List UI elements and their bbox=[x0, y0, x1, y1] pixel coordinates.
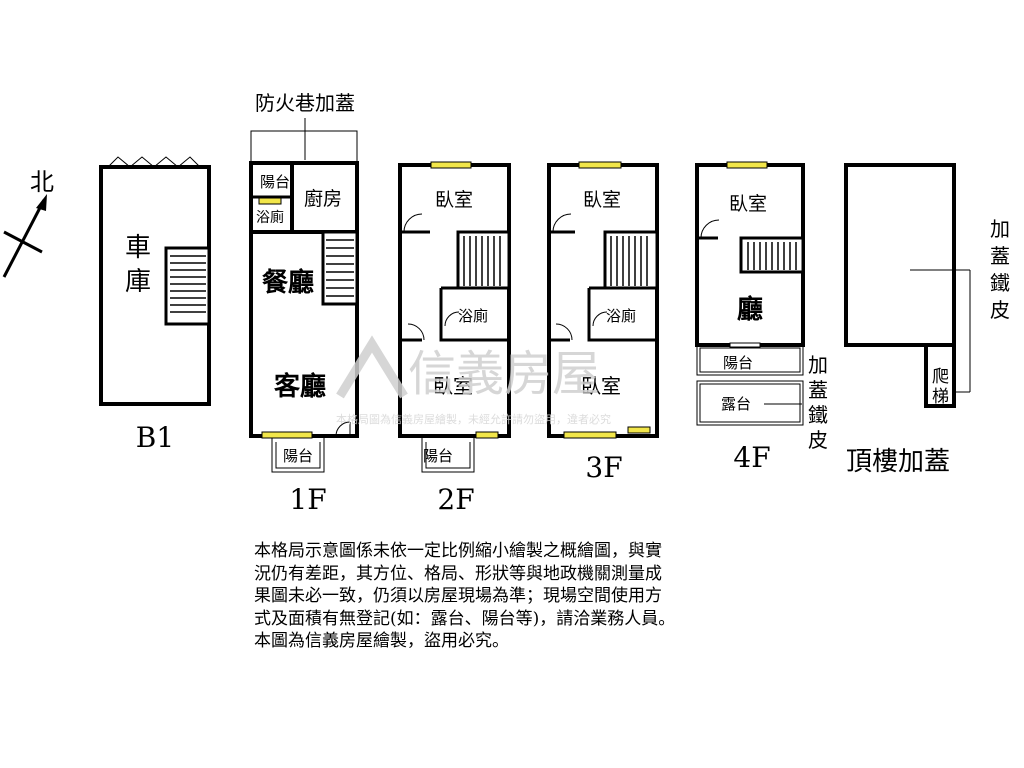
floor-4f: 臥室 廳 陽台 露台 4F 加蓋鐵皮 bbox=[695, 161, 828, 474]
disclaimer: 本格局示意圖係未依一定比例縮小繪製之概繪圖，與實 況仍有差距，其方位、格局、形狀… bbox=[254, 540, 814, 653]
floor-b1: 車庫 B1 bbox=[99, 156, 211, 454]
4f-hall-label: 廳 bbox=[737, 294, 763, 325]
brand-logo-icon bbox=[336, 335, 408, 399]
1f-balcony-top-label: 陽台 bbox=[260, 173, 290, 191]
floor-roof: 爬梯 加蓋鐵皮 頂樓加蓋 bbox=[844, 163, 1010, 477]
watermark-brand: 信義房屋 bbox=[408, 346, 600, 402]
disclaimer-line: 本格局示意圖係未依一定比例縮小繪製之概繪圖，與實 bbox=[254, 541, 662, 561]
watermark-notice: 本格局圖為信義房屋繪製，未經允許請勿盜用，違者必究 bbox=[336, 412, 611, 426]
floor-3f: 臥室 浴廁 臥室 3F bbox=[547, 161, 659, 484]
b1-garage-label: 車庫 bbox=[125, 233, 151, 297]
4f-terrace-label: 露台 bbox=[721, 395, 751, 413]
roof-side-note: 加蓋鐵皮 bbox=[990, 217, 1010, 322]
3f-bedroom-top-label: 臥室 bbox=[583, 189, 621, 211]
4f-bedroom-label: 臥室 bbox=[729, 193, 767, 215]
disclaimer-line: 果圖未必一致，仍須以房屋現場為準；現場空間使用方 bbox=[254, 586, 662, 606]
1f-floor-label: 1F bbox=[289, 483, 326, 516]
2f-floor-label: 2F bbox=[437, 483, 474, 516]
compass-north-label: 北 bbox=[30, 168, 54, 196]
1f-balcony-bottom-label: 陽台 bbox=[283, 447, 313, 465]
1f-annex-label: 防火巷加蓋 bbox=[255, 91, 355, 115]
2f-bedroom-bottom-label: 臥室 bbox=[433, 374, 473, 398]
1f-living-label: 客廳 bbox=[274, 371, 326, 402]
2f-balcony-label: 陽台 bbox=[423, 447, 453, 465]
2f-bedroom-top-label: 臥室 bbox=[435, 189, 473, 211]
compass: 北 bbox=[2, 168, 54, 278]
3f-floor-label: 3F bbox=[585, 451, 622, 484]
3f-bedroom-bottom-label: 臥室 bbox=[581, 374, 621, 398]
disclaimer-line: 況仍有差距，其方位、格局、形狀等與地政機關測量成 bbox=[254, 563, 662, 584]
north-arrow-icon bbox=[36, 194, 47, 211]
floor-2f: 臥室 浴廁 臥室 陽台 2F bbox=[398, 161, 511, 516]
4f-floor-label: 4F bbox=[733, 441, 770, 474]
4f-side-note: 加蓋鐵皮 bbox=[808, 353, 828, 452]
disclaimer-line: 式及面積有無登記(如：露台、陽台等)，請洽業務人員。 bbox=[254, 608, 676, 629]
b1-floor-label: B1 bbox=[136, 421, 174, 454]
4f-balcony-label: 陽台 bbox=[723, 354, 753, 372]
roof-ladder-label: 爬梯 bbox=[932, 367, 949, 407]
1f-bath-label: 浴廁 bbox=[256, 209, 284, 226]
1f-dining-label: 餐廳 bbox=[262, 267, 314, 298]
2f-bath-label: 浴廁 bbox=[458, 307, 488, 325]
disclaimer-line: 本圖為信義房屋繪製，盜用必究。 bbox=[254, 631, 509, 651]
roof-floor-label: 頂樓加蓋 bbox=[846, 447, 950, 477]
watermark: 信義房屋 本格局圖為信義房屋繪製，未經允許請勿盜用，違者必究 bbox=[336, 335, 611, 426]
3f-bath-label: 浴廁 bbox=[606, 307, 636, 325]
floor-1f: 防火巷加蓋 陽台 廚房 浴廁 餐廳 客廳 陽台 1F bbox=[249, 91, 359, 516]
1f-kitchen-label: 廚房 bbox=[304, 187, 342, 210]
